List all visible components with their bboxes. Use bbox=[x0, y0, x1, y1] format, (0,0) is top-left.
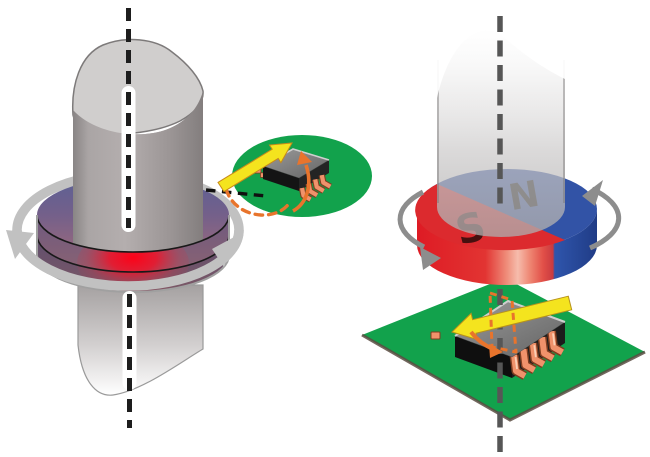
field-direction-arrow bbox=[217, 142, 293, 193]
chip-pins-right bbox=[509, 330, 565, 380]
field-direction-arrow bbox=[451, 295, 573, 341]
chip-front-left-face bbox=[263, 166, 299, 191]
shaft-top-face bbox=[71, 38, 204, 135]
field-rotation-arrowhead bbox=[297, 151, 312, 165]
rotation-arrow-right-arc bbox=[589, 186, 622, 251]
chip-front-right-face bbox=[299, 160, 329, 191]
rotation-arrow-left-arc bbox=[397, 189, 426, 250]
pcb-edge-shadow bbox=[361, 333, 646, 422]
callout-leader-line bbox=[205, 188, 267, 198]
magnet-rim bbox=[417, 209, 597, 285]
ring-front-edge-line bbox=[36, 214, 230, 253]
right-diagram-shaft-end-magnet: S N bbox=[361, 16, 646, 455]
rotation-arrowhead-right bbox=[212, 236, 236, 267]
shaft-through-hole bbox=[73, 91, 203, 252]
field-rotation-arrow bbox=[292, 164, 311, 213]
rotation-arrowhead-left bbox=[420, 247, 441, 270]
rotation-arrowhead-left bbox=[6, 230, 34, 259]
left-diagram-through-shaft-magnet bbox=[6, 8, 372, 428]
shaft-lower-body bbox=[77, 284, 204, 396]
rotation-arrowhead-right bbox=[582, 180, 603, 206]
cylinder-broken-top bbox=[437, 20, 565, 98]
sensing-plane-dashed bbox=[488, 291, 518, 354]
sensor-callout bbox=[205, 135, 372, 217]
field-rotation-arrowhead bbox=[489, 344, 503, 358]
rotating-field-dashed-path bbox=[224, 187, 292, 217]
chip-pin bbox=[430, 331, 441, 340]
